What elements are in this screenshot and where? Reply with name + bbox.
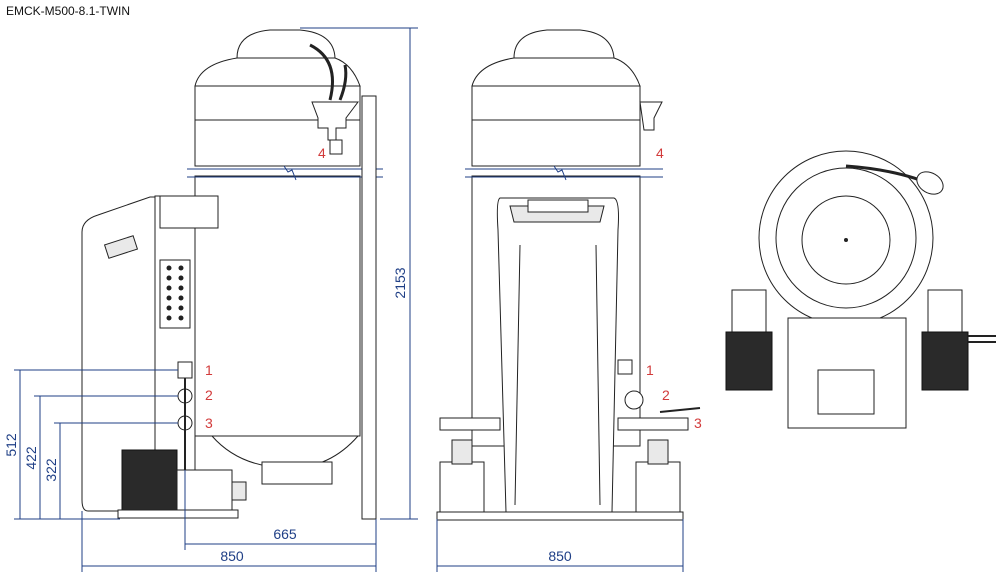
front-pipe-left — [439, 417, 501, 431]
side-drain-fittings — [261, 461, 333, 485]
front-pump-left — [439, 461, 485, 513]
side-view — [81, 29, 383, 520]
front-valve-1 — [617, 359, 633, 375]
dim-width-front-850: 850 — [548, 548, 572, 564]
top-pump-left-motor — [725, 331, 773, 391]
side-tank-shoulder — [194, 57, 361, 87]
side-marker-4: 4 — [318, 145, 326, 161]
side-tank-dome — [236, 29, 336, 59]
side-marker-2: 2 — [205, 387, 213, 403]
side-tank-lower-body — [194, 175, 361, 437]
front-tank-dome — [513, 29, 615, 59]
side-marker-3: 3 — [205, 415, 213, 431]
front-view — [436, 29, 701, 521]
dimension-lines — [14, 27, 684, 572]
front-pump-right — [635, 461, 681, 513]
front-marker-4: 4 — [656, 145, 664, 161]
side-support-rail — [361, 95, 377, 520]
dim-height-422: 422 — [23, 446, 39, 470]
side-cabinet-top-box — [159, 195, 219, 229]
front-tank-upper-body — [471, 85, 641, 167]
dim-width-side-850: 850 — [220, 548, 244, 564]
side-valve-1 — [177, 361, 193, 379]
dim-depth-665: 665 — [273, 526, 297, 542]
top-pump-left — [731, 289, 767, 333]
front-marker-1: 1 — [646, 362, 654, 378]
front-funnel — [639, 101, 663, 131]
dim-height-322: 322 — [43, 458, 59, 482]
drawing-title: EMCK-M500-8.1-TWIN — [6, 4, 131, 18]
dim-total-height: 2153 — [392, 267, 408, 298]
side-keypad-panel — [159, 259, 191, 329]
top-view — [725, 150, 996, 429]
top-funnel — [916, 171, 944, 195]
front-marker-3: 3 — [694, 415, 702, 431]
keypad-dots — [166, 265, 184, 321]
top-pump-right — [927, 289, 963, 333]
front-valve-2 — [624, 390, 644, 410]
front-tank-shoulder — [471, 57, 641, 87]
side-pump-motor — [121, 449, 178, 513]
front-pipe-right — [617, 417, 689, 431]
front-marker-2: 2 — [662, 387, 670, 403]
dim-height-512: 512 — [3, 433, 19, 457]
side-marker-1: 1 — [205, 362, 213, 378]
top-pump-right-motor — [921, 331, 969, 391]
